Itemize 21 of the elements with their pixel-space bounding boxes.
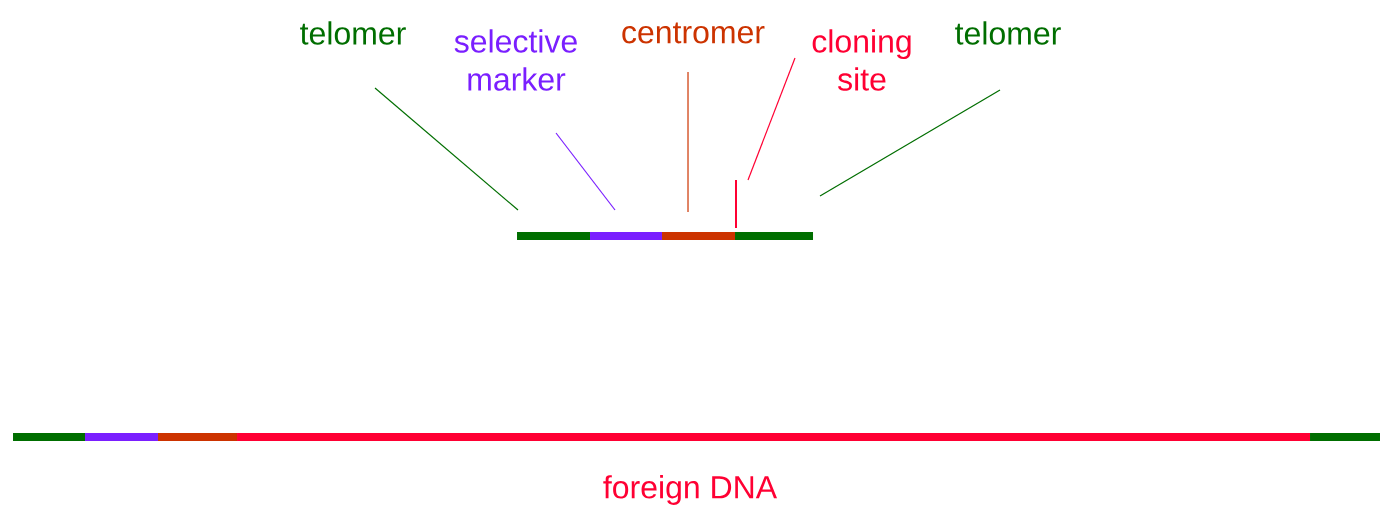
leader-line <box>555 132 616 211</box>
dna-segment <box>590 232 662 240</box>
dna-segment <box>85 433 158 441</box>
part-label: cloning site <box>812 29 911 91</box>
leader-line <box>819 89 1001 197</box>
segment-caption: foreign DNA <box>603 475 777 505</box>
part-label: telomer <box>300 21 406 45</box>
leader-line <box>374 87 519 211</box>
leader-line <box>687 71 689 213</box>
part-label: telomer <box>955 21 1061 45</box>
dna-segment <box>158 433 237 441</box>
cloning-site-mark <box>735 180 737 228</box>
leader-line <box>747 57 796 181</box>
dna-segment <box>517 232 590 240</box>
part-label: centromer <box>622 22 765 44</box>
dna-segment <box>662 232 735 240</box>
dna-segment <box>237 433 1310 441</box>
dna-segment <box>1310 433 1380 441</box>
part-label: selective marker <box>454 29 577 91</box>
dna-segment <box>13 433 85 441</box>
dna-segment <box>735 232 813 240</box>
